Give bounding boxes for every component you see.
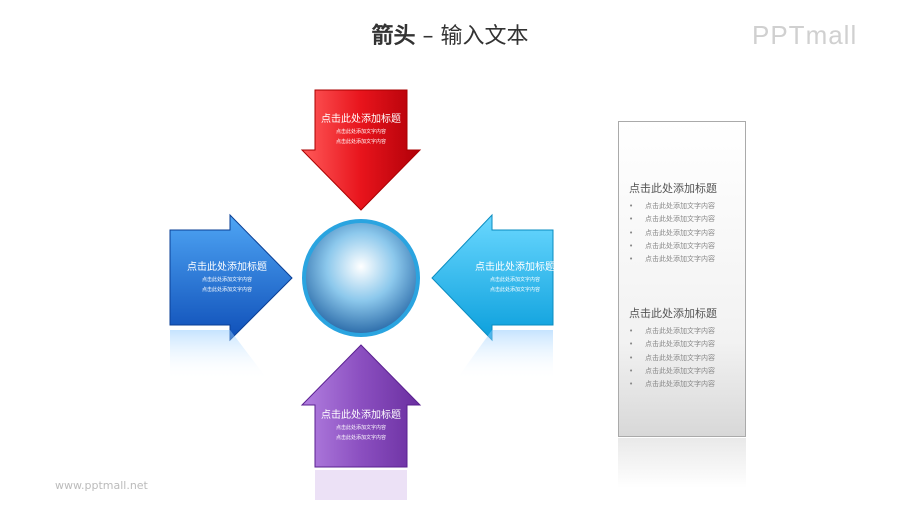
arrow-left [169, 213, 293, 342]
bullet: 点击此处添加文字内容 [629, 253, 744, 266]
panel-block-1: 点击此处添加标题 点击此处添加文字内容 点击此处添加文字内容 点击此处添加文字内… [629, 180, 744, 266]
panel-block-title: 点击此处添加标题 [629, 182, 717, 195]
bullet: 点击此处添加文字内容 [489, 287, 540, 293]
page-title: 箭头 – 输入文本 [371, 24, 529, 49]
bullet: 点击此处添加文字内容 [629, 365, 744, 378]
bullet: 点击此处添加文字内容 [629, 200, 744, 213]
bullet: 点击此处添加文字内容 [335, 139, 386, 145]
arrow-bottom-title: 点击此处添加标题 [321, 410, 401, 421]
arrow-bottom [300, 344, 422, 468]
panel-block-title: 点击此处添加标题 [629, 307, 717, 320]
arrow-right-label: 点击此处添加标题 点击此处添加文字内容点击此处添加文字内容 [460, 258, 570, 295]
panel-block-2: 点击此处添加标题 点击此处添加文字内容 点击此处添加文字内容 点击此处添加文字内… [629, 305, 744, 391]
arrow-right-title: 点击此处添加标题 [475, 262, 555, 273]
bullet: 点击此处添加文字内容 [629, 338, 744, 351]
bullet: 点击此处添加文字内容 [201, 287, 252, 293]
bullet: 点击此处添加文字内容 [629, 240, 744, 253]
bullet: 点击此处添加文字内容 [201, 277, 252, 283]
arrow-bottom-label: 点击此处添加标题 点击此处添加文字内容点击此处添加文字内容 [306, 406, 416, 443]
arrow-right [431, 213, 554, 342]
bullet: 点击此处添加文字内容 [629, 227, 744, 240]
footer-url: www.pptmall.net [55, 479, 148, 492]
bullet: 点击此处添加文字内容 [335, 129, 386, 135]
pptmall-logo: PPTmall [752, 20, 858, 50]
bullet: 点击此处添加文字内容 [629, 378, 744, 391]
bullet: 点击此处添加文字内容 [335, 435, 386, 441]
bullet: 点击此处添加文字内容 [629, 352, 744, 365]
center-money-image [302, 219, 420, 337]
arrow-top-title: 点击此处添加标题 [321, 114, 401, 125]
arrow-right-reflection [456, 330, 553, 380]
text-panel: 点击此处添加标题 点击此处添加文字内容 点击此处添加文字内容 点击此处添加文字内… [618, 121, 746, 437]
arrow-left-label: 点击此处添加标题 点击此处添加文字内容点击此处添加文字内容 [172, 258, 282, 295]
arrow-left-title: 点击此处添加标题 [187, 262, 267, 273]
panel-reflection [618, 438, 746, 488]
bullet: 点击此处添加文字内容 [629, 325, 744, 338]
bullet: 点击此处添加文字内容 [335, 425, 386, 431]
arrow-top [300, 89, 422, 211]
arrow-left-reflection [170, 330, 268, 380]
arrow-bottom-reflection [315, 470, 407, 500]
arrow-top-label: 点击此处添加标题 点击此处添加文字内容点击此处添加文字内容 [306, 110, 416, 147]
bullet: 点击此处添加文字内容 [489, 277, 540, 283]
bullet: 点击此处添加文字内容 [629, 213, 744, 226]
